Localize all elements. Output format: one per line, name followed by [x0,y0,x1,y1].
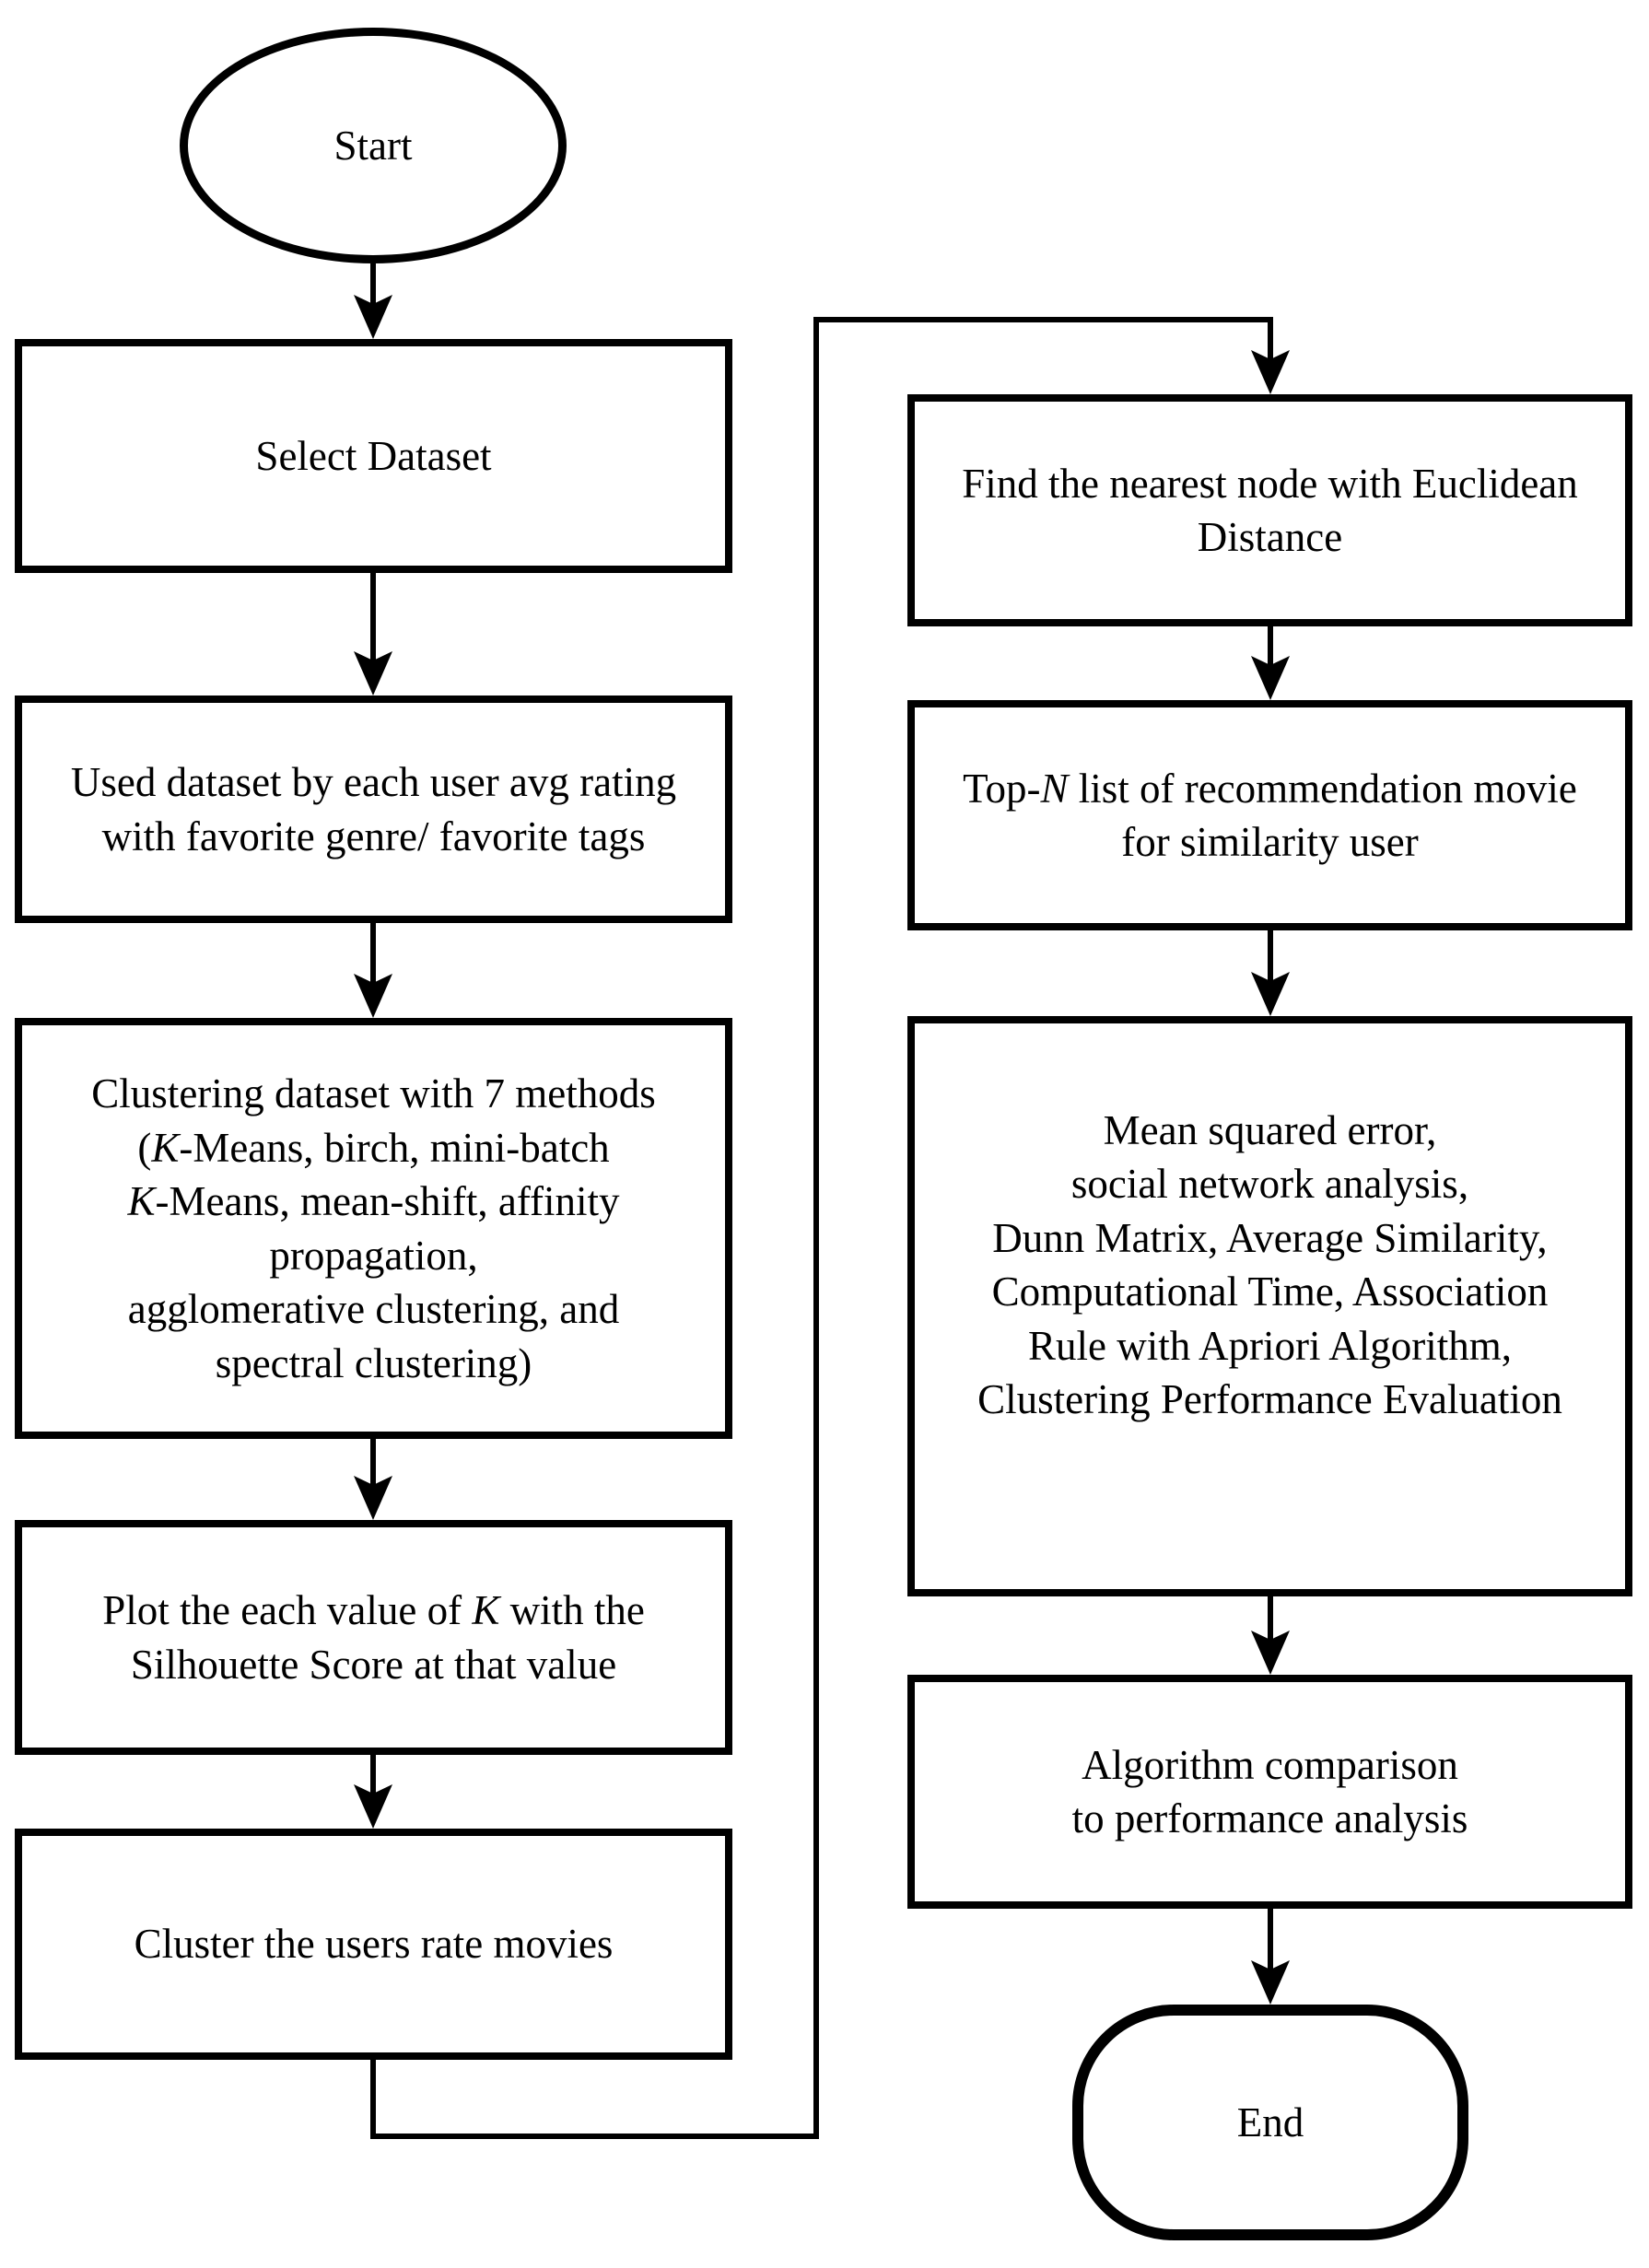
arrow-find-nearest-to-top-n-list [1251,626,1290,700]
connector-cluster-users-to-find-nearest [370,317,1290,2139]
clustering-methods-label: Clustering dataset with 7 methods(K-Mean… [91,1070,656,1386]
cluster-users-label: Cluster the users rate movies [134,1921,614,1968]
select-dataset-box: Select Dataset [15,339,732,573]
end-label: End [1236,2098,1304,2145]
start-terminator: Start [180,28,567,263]
arrow-top-n-list-to-evaluation-metrics [1251,930,1290,1016]
cluster-users-box: Cluster the users rate movies [15,1829,732,2060]
end-terminator: End [1072,2005,1468,2240]
arrow-algorithm-comparison-to-end [1251,1909,1290,2005]
arrow-clustering-methods-to-plot-silhouette [354,1439,392,1520]
arrow-start-to-select-dataset [354,263,392,339]
arrow-evaluation-metrics-to-algorithm-comparison [1251,1596,1290,1675]
arrow-used-dataset-to-clustering-methods [354,923,392,1018]
arrow-plot-silhouette-to-cluster-users [354,1755,392,1829]
select-dataset-label: Select Dataset [255,432,492,479]
evaluation-metrics-box: Mean squared error,social network analys… [907,1016,1632,1596]
arrow-select-dataset-to-used-dataset [354,573,392,696]
evaluation-metrics-label: Mean squared error,social network analys… [977,1106,1562,1423]
clustering-methods-box: Clustering dataset with 7 methods(K-Mean… [15,1018,732,1439]
start-label: Start [333,122,413,169]
